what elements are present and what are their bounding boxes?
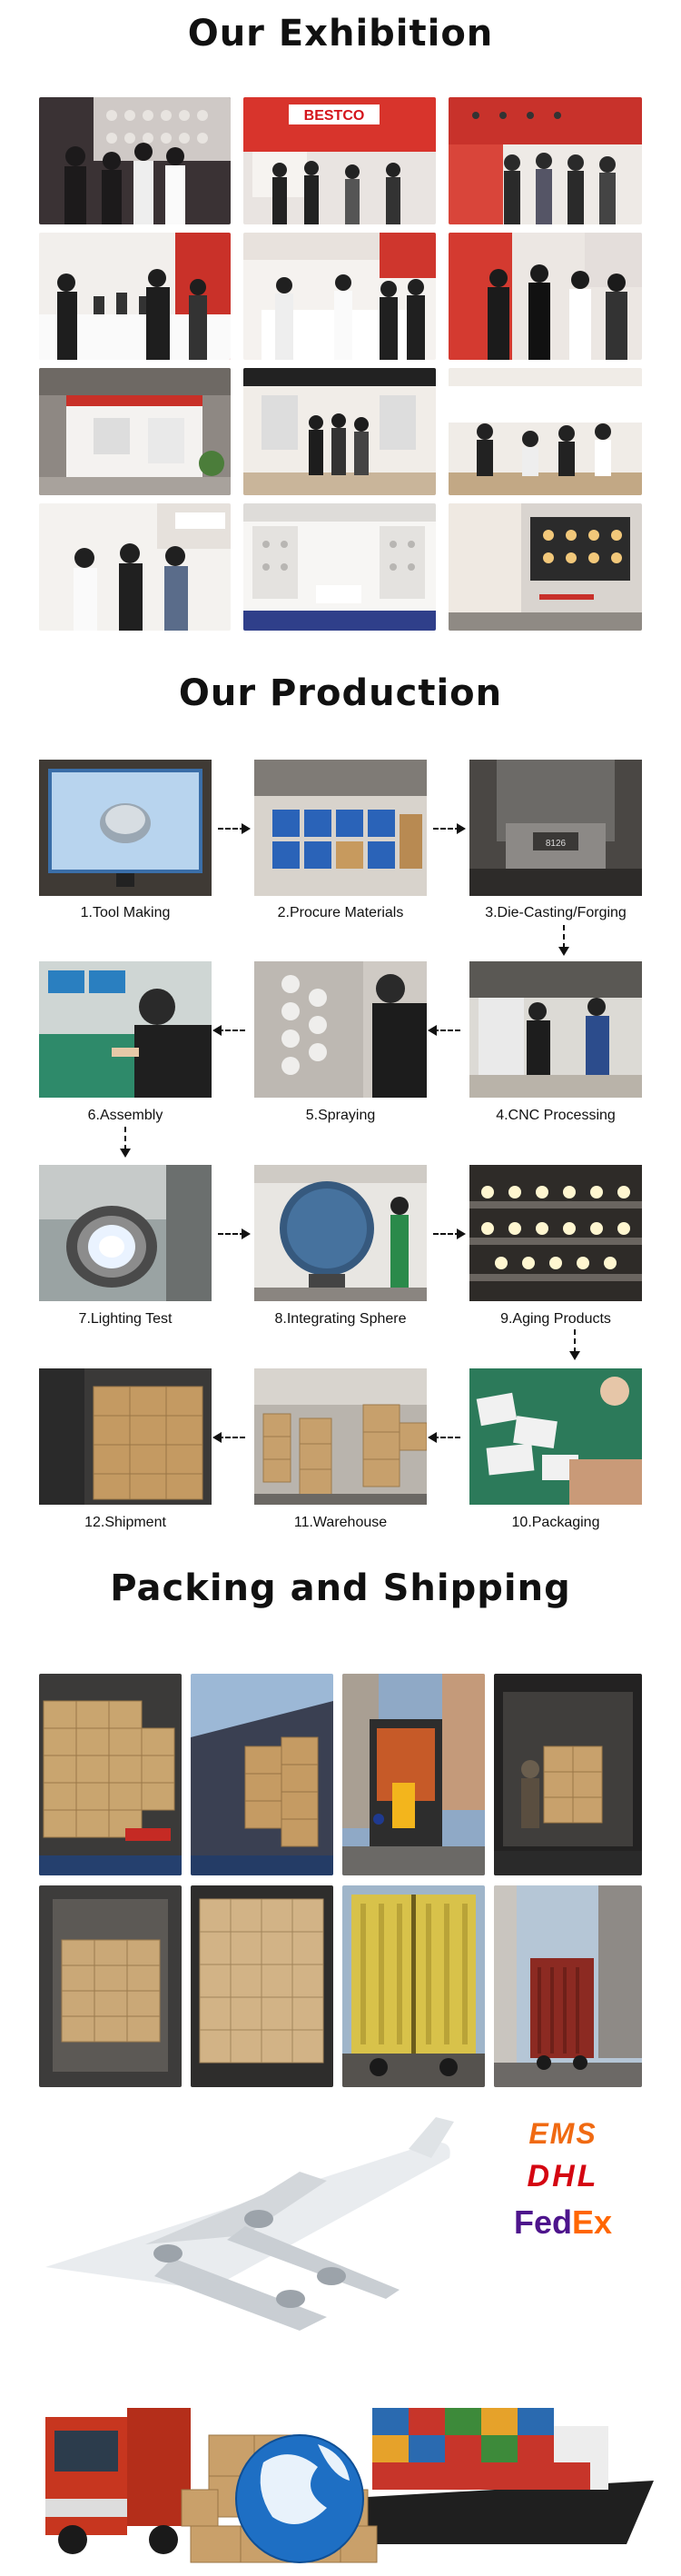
shipping-photo	[494, 1674, 642, 1875]
step-label: 3.Die-Casting/Forging	[485, 905, 627, 920]
step-image-tool-making	[39, 760, 212, 896]
exhibition-photo: BESTCO	[243, 97, 436, 224]
step-label: 7.Lighting Test	[78, 1311, 173, 1327]
step-label: 4.CNC Processing	[496, 1108, 616, 1123]
shipping-photo	[39, 1674, 182, 1875]
svg-text:8126: 8126	[546, 839, 567, 849]
flow-arrow	[428, 1432, 460, 1443]
flow-arrow	[218, 1228, 251, 1239]
fedex-ex-text: Ex	[571, 2203, 613, 2241]
step-image-warehouse	[254, 1368, 427, 1505]
flow-arrow	[433, 823, 466, 834]
dhl-logo: DHL	[527, 2159, 599, 2193]
flow-arrow	[212, 1025, 245, 1036]
flow-arrow	[558, 925, 569, 956]
exhibition-photo	[39, 503, 231, 631]
truck-icon	[45, 2408, 191, 2554]
step-label: 2.Procure Materials	[277, 905, 404, 920]
step-label: 5.Spraying	[305, 1108, 376, 1123]
exhibition-photo	[243, 233, 436, 360]
step-label: 8.Integrating Sphere	[274, 1311, 407, 1327]
shipping-title: Packing and Shipping	[110, 1567, 571, 1609]
shipping-photo	[342, 1885, 485, 2087]
exhibition-title: Our Exhibition	[187, 13, 494, 55]
flow-arrow	[218, 823, 251, 834]
step-label: 6.Assembly	[87, 1108, 163, 1123]
step-label: 10.Packaging	[511, 1515, 600, 1530]
step-image-assembly	[39, 961, 212, 1098]
exhibition-photo	[243, 368, 436, 495]
flow-arrow	[212, 1432, 245, 1443]
step-image-die-casting: 8126	[469, 760, 642, 896]
exhibition-photo	[449, 233, 642, 360]
step-image-shipment	[39, 1368, 212, 1505]
step-image-cnc-processing	[469, 961, 642, 1098]
exhibition-photo	[39, 233, 231, 360]
cargo-ship-icon	[336, 2408, 654, 2544]
exhibition-photo	[449, 97, 642, 224]
fedex-fed-text: Fed	[513, 2203, 572, 2241]
shipping-photo	[494, 1885, 642, 2087]
shipping-photo	[342, 1674, 485, 1875]
flow-arrow	[120, 1127, 131, 1158]
step-image-integrating-sphere	[254, 1165, 427, 1301]
flow-arrow	[428, 1025, 460, 1036]
step-label: 12.Shipment	[84, 1515, 166, 1530]
shipping-photo	[191, 1674, 333, 1875]
globe-icon	[235, 2434, 364, 2563]
step-image-procure-materials	[254, 760, 427, 896]
ems-logo: EMS	[528, 2117, 597, 2150]
production-title: Our Production	[178, 672, 503, 714]
airplane-icon	[45, 2117, 454, 2331]
shipping-photo	[191, 1885, 333, 2087]
step-image-aging-products	[469, 1165, 642, 1301]
step-label: 1.Tool Making	[80, 905, 171, 920]
exhibition-photo	[39, 97, 231, 224]
exhibition-photo	[39, 368, 231, 495]
step-image-lighting-test	[39, 1165, 212, 1301]
exhibition-photo	[449, 503, 642, 631]
flow-arrow	[433, 1228, 466, 1239]
flow-arrow	[569, 1329, 580, 1360]
step-image-spraying	[254, 961, 427, 1098]
fedex-logo: FedEx	[472, 2203, 654, 2242]
step-label: 11.Warehouse	[293, 1515, 388, 1530]
brand-sign: BESTCO	[304, 108, 365, 124]
shipping-photo	[39, 1885, 182, 2087]
exhibition-photo	[449, 368, 642, 495]
step-image-packaging	[469, 1368, 642, 1505]
exhibition-photo	[243, 503, 436, 631]
step-label: 9.Aging Products	[500, 1311, 611, 1327]
logistics-illustration: EMS DHL FedEx	[27, 2117, 663, 2571]
